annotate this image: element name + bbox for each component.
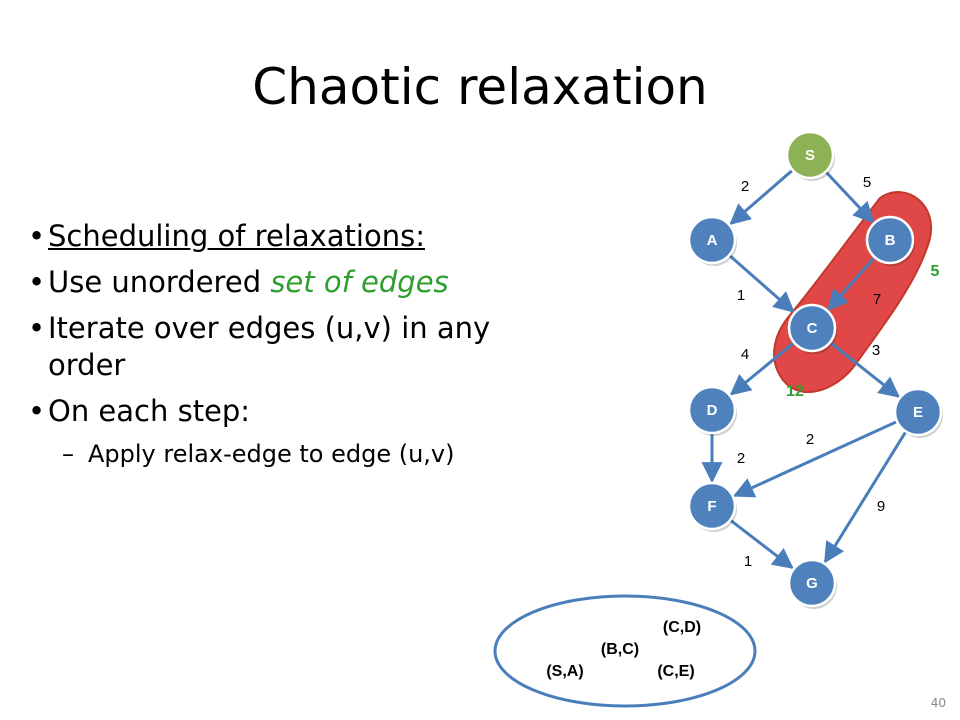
bullet-iterate: Iterate over edges (u,v) in any order [28,310,528,384]
bullet-list: Scheduling of relaxations: Use unordered… [28,218,528,478]
worklist-edge-item: (C,D) [663,619,701,636]
node-label-b: B [885,232,896,249]
node-label-f: F [707,498,716,515]
node-label-a: A [707,232,718,249]
node-s: S [785,130,835,181]
node-d: D [687,385,737,436]
weight-label-f-g: 1 [744,553,752,570]
node-label-c: C [807,320,818,337]
edge-c-d [729,341,796,396]
page-number: 40 [930,696,946,710]
worklist-edge-item: (B,C) [601,641,639,658]
node-f: F [687,481,737,532]
edge-f-g [729,518,794,570]
edge-e-g [823,430,908,564]
weight-label-c-d: 4 [741,346,749,363]
bullet-unordered-set: Use unordered set of edges [28,264,528,301]
node-g: G [787,558,837,609]
distance-label-c: 12 [786,383,804,400]
node-a: A [687,215,737,266]
edge-a-c [728,254,795,313]
worklist-edge-item: (C,E) [657,663,694,680]
node-e: E [893,387,943,438]
weight-label-e-f: 2 [806,431,814,448]
weight-label-a-c: 1 [737,287,745,304]
distance-label-b: 5 [931,263,940,280]
weight-label-b-c: 7 [873,291,881,308]
slide-title: Chaotic relaxation [252,58,708,116]
edge-s-a [729,168,794,225]
weight-label-d-f: 2 [737,450,745,467]
node-label-s: S [805,147,815,164]
weight-label-s-b: 5 [863,174,871,191]
bullet-each-step: On each step: [28,393,528,430]
edge-b-c [827,256,876,311]
node-label-d: D [707,402,718,419]
node-c: C [787,303,837,354]
bullet-scheduling-text: Scheduling of relaxations: [48,219,425,253]
worklist-ellipse [493,594,757,708]
node-label-g: G [806,575,818,592]
weight-label-s-a: 2 [741,178,749,195]
bullet-scheduling: Scheduling of relaxations: [28,218,528,255]
bullet-set-of-edges: set of edges [270,265,449,299]
weight-label-c-e: 3 [872,342,880,359]
bullet-apply-relax: Apply relax-edge to edge (u,v) [28,439,528,469]
worklist-edge-item: (S,A) [546,663,583,680]
node-b: B [865,215,915,266]
bullet-unordered-prefix: Use unordered [48,265,271,299]
weight-label-e-g: 9 [877,498,885,515]
edge-s-b [824,170,875,224]
node-label-e: E [913,404,923,421]
edge-e-f [732,420,898,498]
edge-c-e [829,341,901,398]
